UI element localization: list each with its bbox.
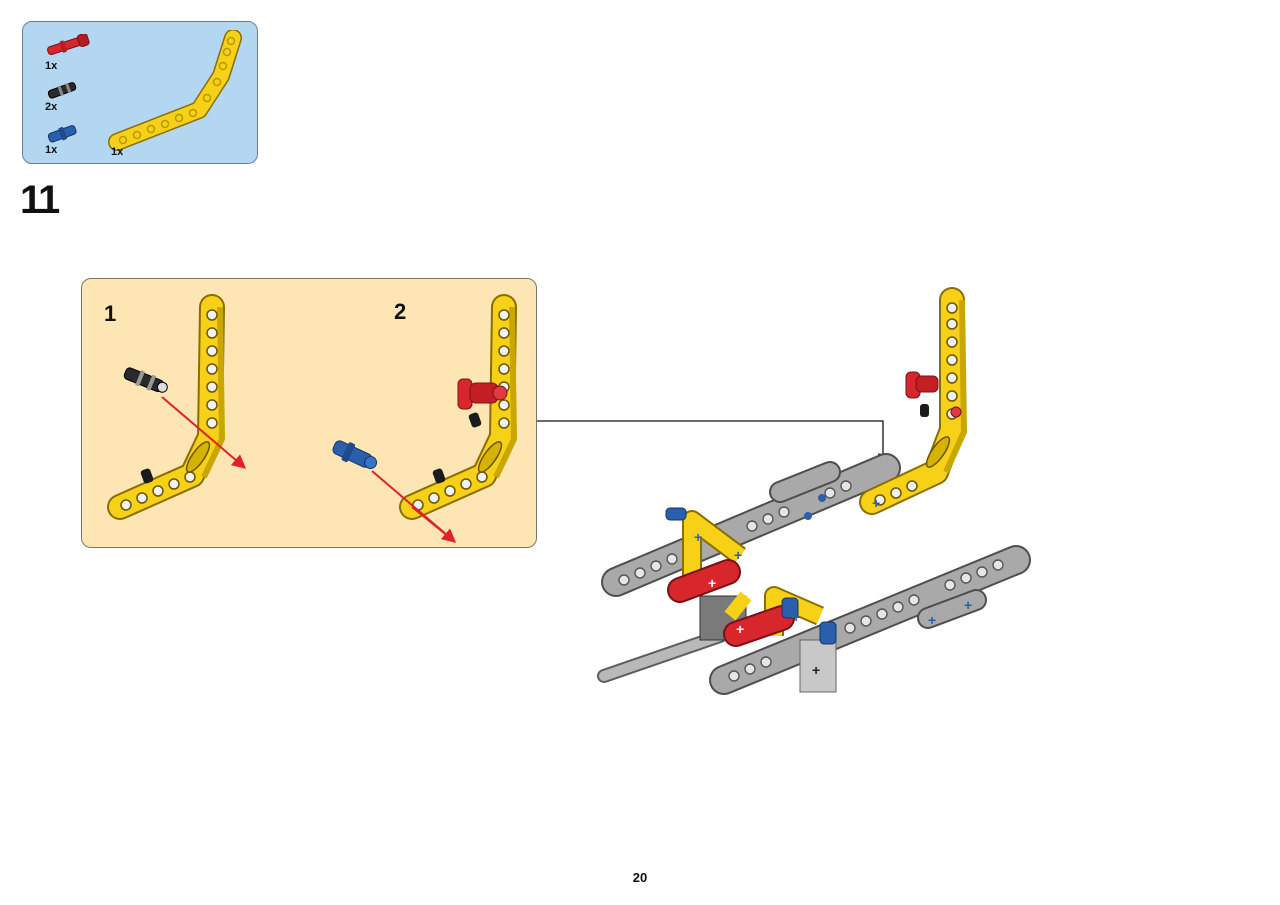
yellow-bent-beam-icon bbox=[108, 30, 242, 151]
red-pin-icon bbox=[47, 34, 90, 56]
svg-text:+: + bbox=[708, 575, 716, 591]
substep-2-red-pin bbox=[457, 378, 508, 410]
leader-line bbox=[537, 420, 889, 465]
attached-yellow-bent-beam: + bbox=[859, 287, 967, 515]
substep-callout: 1 2 bbox=[81, 278, 537, 548]
substep-2-arrow-tail bbox=[411, 506, 455, 542]
page-number: 20 bbox=[632, 870, 648, 885]
yellow-beam-quantity: 1x bbox=[111, 146, 124, 158]
step-number: 11 bbox=[20, 178, 60, 222]
upper-gray-beam bbox=[601, 453, 901, 597]
short-gray-beam-top bbox=[769, 461, 841, 503]
substep-1-black-pin bbox=[123, 367, 168, 393]
substep-illustrations bbox=[107, 294, 517, 543]
short-gray-beam-bottom: + + bbox=[917, 589, 987, 629]
substep-2-blue-pin bbox=[332, 440, 378, 470]
substep-2-beam bbox=[399, 294, 517, 520]
svg-text:+: + bbox=[736, 621, 744, 637]
substep-1-beam bbox=[107, 294, 225, 520]
substep-1-arrow bbox=[161, 396, 247, 469]
svg-text:+: + bbox=[694, 529, 702, 545]
red-connectors: + + bbox=[667, 559, 795, 647]
svg-text:+: + bbox=[928, 612, 936, 628]
svg-text:+: + bbox=[734, 547, 742, 563]
svg-text:+: + bbox=[792, 609, 800, 625]
svg-text:+: + bbox=[964, 597, 972, 613]
substep-2-number: 2 bbox=[394, 299, 407, 324]
lower-gray-beam bbox=[709, 545, 1031, 695]
svg-text:+: + bbox=[812, 662, 820, 678]
substep-1-number: 1 bbox=[104, 301, 117, 326]
red-pin-quantity: 1x bbox=[45, 60, 58, 72]
svg-text:+: + bbox=[872, 495, 880, 511]
axle bbox=[597, 629, 727, 683]
blue-pin-quantity: 1x bbox=[45, 144, 58, 156]
blue-pins-main: + + + bbox=[665, 507, 837, 645]
black-pin-icon bbox=[47, 82, 77, 99]
blue-pin-icon bbox=[47, 125, 77, 143]
parts-list-callout: 1x 2x 1x 1x bbox=[22, 21, 258, 164]
black-pin-quantity: 2x bbox=[45, 101, 58, 113]
